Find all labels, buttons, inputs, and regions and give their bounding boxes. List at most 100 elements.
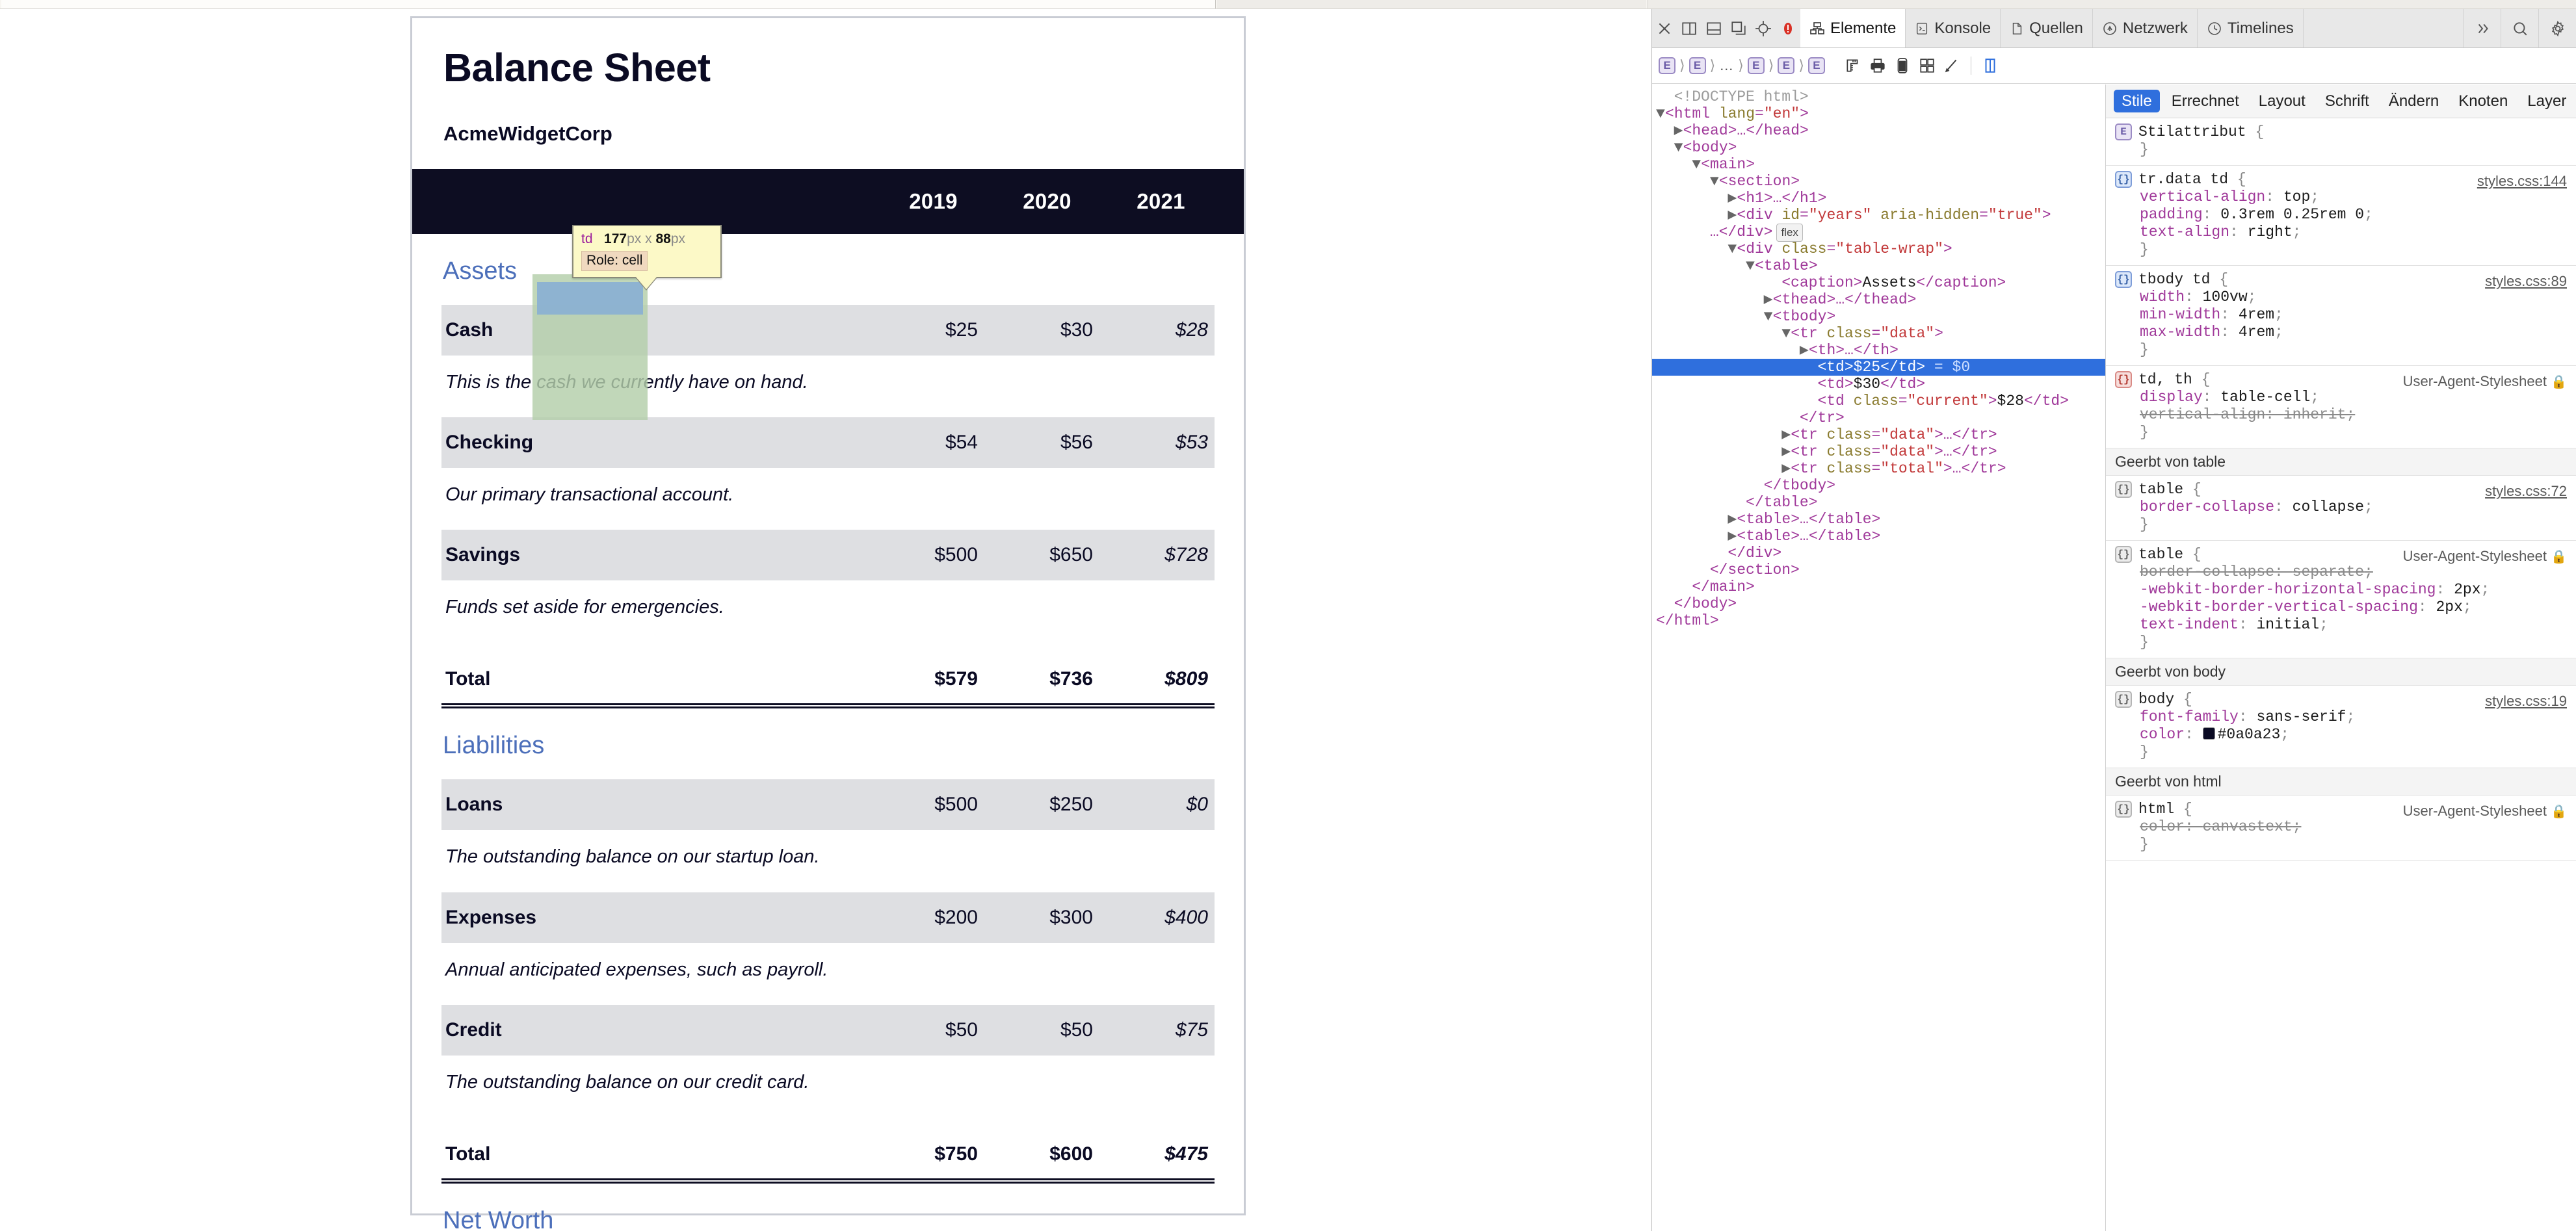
table-row[interactable]: Checking $54 $56 $53: [441, 417, 1215, 469]
cell-2019[interactable]: $25: [945, 319, 978, 341]
gear-icon[interactable]: [2538, 9, 2576, 47]
style-rule-stilattribut[interactable]: E Stilattribut { }: [2106, 118, 2576, 166]
dom-line-table[interactable]: ▼<table>: [1746, 257, 1818, 274]
table-row[interactable]: Loans $500 $250 $0: [441, 779, 1215, 831]
style-rule-table-ua[interactable]: {} table { User-Agent-Stylesheet 🔒 borde…: [2106, 541, 2576, 658]
cell-2019[interactable]: $54: [945, 432, 978, 454]
declaration[interactable]: max-width: 4rem;: [2140, 324, 2283, 341]
breadcrumb-item[interactable]: E: [1659, 57, 1676, 74]
declaration-overridden[interactable]: vertical-align: inherit;: [2140, 406, 2356, 423]
grid-icon[interactable]: [1916, 55, 1938, 77]
rule-source-icon[interactable]: {}: [2115, 691, 2132, 708]
dom-line-table-close[interactable]: </table>: [1746, 494, 1818, 511]
rule-source-link[interactable]: styles.css:72: [2485, 483, 2567, 499]
dom-line-tr-data[interactable]: ▼<tr class="data">: [1781, 325, 1943, 342]
rule-source-link[interactable]: styles.css:89: [2485, 273, 2567, 289]
cell-2021[interactable]: $400: [1164, 906, 1208, 928]
dom-line-tr-close[interactable]: </tr>: [1799, 409, 1845, 426]
dom-line-h1[interactable]: ▶<h1>…</h1>: [1728, 190, 1827, 207]
cell-2020[interactable]: $650: [1049, 544, 1093, 566]
declaration[interactable]: vertical-align: top;: [2140, 188, 2320, 205]
dom-line-main-close[interactable]: </main>: [1692, 578, 1755, 595]
tab-aendern[interactable]: Ändern: [2388, 92, 2439, 110]
tab-stile[interactable]: Stile: [2114, 90, 2160, 112]
breadcrumb-item[interactable]: E: [1689, 57, 1706, 74]
rule-source-link[interactable]: styles.css:19: [2485, 693, 2567, 709]
cell-2019[interactable]: $50: [945, 1018, 978, 1041]
dom-line-body[interactable]: ▼<body>: [1674, 139, 1737, 156]
style-rule-html-ua[interactable]: {} html { User-Agent-Stylesheet 🔒 color:…: [2106, 796, 2576, 861]
dom-line-selected-td[interactable]: <td>$25</td> = $0: [1652, 359, 2105, 376]
style-rule-tbody-td[interactable]: {} tbody td { styles.css:89 width: 100vw…: [2106, 266, 2576, 366]
rule-source-icon[interactable]: {}: [2115, 801, 2132, 818]
dom-line-table-2[interactable]: ▶<table>…</table>: [1728, 511, 1881, 528]
dom-line-tbody[interactable]: ▼<tbody>: [1763, 308, 1836, 325]
flex-badge[interactable]: flex: [1776, 224, 1803, 242]
table-row[interactable]: Credit $50 $50 $75: [441, 1004, 1215, 1056]
cell-2021[interactable]: $53: [1175, 432, 1208, 454]
rule-source-icon[interactable]: {}: [2115, 546, 2132, 563]
dom-line-table-3[interactable]: ▶<table>…</table>: [1728, 528, 1881, 545]
table-row[interactable]: Savings $500 $650 $728: [441, 530, 1215, 581]
style-rule-body[interactable]: {} body { styles.css:19 font-family: san…: [2106, 686, 2576, 768]
declaration[interactable]: color: #0a0a23;: [2140, 726, 2290, 743]
print-icon[interactable]: [1867, 55, 1889, 77]
paintbrush-icon[interactable]: [1941, 55, 1963, 77]
rule-selector[interactable]: Stilattribut: [2138, 123, 2246, 140]
rule-source-icon[interactable]: {}: [2115, 171, 2132, 188]
layout-sidebar-icon[interactable]: [1979, 55, 2001, 77]
cell-2021[interactable]: $728: [1164, 544, 1208, 566]
dom-line-caption[interactable]: <caption>Assets</caption>: [1781, 274, 2006, 291]
rule-selector[interactable]: tr.data td: [2138, 171, 2229, 188]
dom-line-main[interactable]: ▼<main>: [1692, 156, 1755, 173]
rule-source-icon[interactable]: {}: [2115, 481, 2132, 498]
error-icon[interactable]: [1776, 9, 1800, 47]
dom-line-tr-data[interactable]: ▶<tr class="data">…</tr>: [1781, 426, 1997, 443]
table-row[interactable]: Cash $25 $30 $28: [441, 305, 1215, 356]
dom-line-html[interactable]: ▼<html lang="en">: [1656, 105, 1809, 122]
cell-2020[interactable]: $300: [1049, 906, 1093, 928]
tab-konsole[interactable]: Konsole: [1906, 9, 2001, 47]
declaration[interactable]: text-align: right;: [2140, 224, 2302, 240]
dom-line-div-close[interactable]: </div>: [1728, 545, 1782, 562]
dom-line-div-years-close[interactable]: …</div>flex: [1652, 224, 2105, 242]
browser-tab-active[interactable]: [1, 0, 1216, 8]
crosshair-inspect-icon[interactable]: [1751, 9, 1776, 47]
browser-tab-secondary[interactable]: [1217, 0, 1646, 8]
breadcrumb-item[interactable]: E: [1778, 57, 1795, 74]
tab-layout[interactable]: Layout: [2258, 92, 2306, 110]
dom-line-div-tablewrap[interactable]: ▼<div class="table-wrap">: [1728, 240, 1952, 257]
tab-netzwerk[interactable]: Netzwerk: [2093, 9, 2198, 47]
dock-undock-icon[interactable]: [1726, 9, 1751, 47]
dom-line-head[interactable]: ▶<head>…</head>: [1674, 122, 1809, 139]
cell-2019[interactable]: $500: [934, 544, 978, 566]
tab-elemente[interactable]: Elemente: [1800, 9, 1906, 47]
ruler-icon[interactable]: [1842, 55, 1864, 77]
rule-selector[interactable]: table: [2138, 546, 2184, 563]
dom-tree[interactable]: <!DOCTYPE html> ▼<html lang="en"> ▶<head…: [1652, 84, 2106, 1231]
tab-schrift[interactable]: Schrift: [2324, 92, 2369, 110]
tab-layer[interactable]: Layer: [2527, 92, 2567, 110]
declaration[interactable]: font-family: sans-serif;: [2140, 708, 2356, 725]
declaration[interactable]: border-collapse: collapse;: [2140, 499, 2373, 515]
breadcrumb-overflow[interactable]: …: [1719, 57, 1735, 73]
rule-enabled-checkbox[interactable]: E: [2115, 123, 2132, 140]
style-rule-tr-data-td[interactable]: {} tr.data td { styles.css:144 vertical-…: [2106, 166, 2576, 266]
declaration[interactable]: width: 100vw;: [2140, 289, 2257, 305]
dom-line-td-28[interactable]: <td class="current">$28</td>: [1817, 393, 2069, 409]
declaration[interactable]: display: table-cell;: [2140, 389, 2320, 406]
rule-selector[interactable]: body: [2138, 691, 2175, 708]
dom-line-tbody-close[interactable]: </tbody>: [1763, 477, 1836, 494]
dom-line-tr-data[interactable]: ▶<tr class="data">…</tr>: [1781, 443, 1997, 460]
dom-line-td-30[interactable]: <td>$30</td>: [1817, 376, 1926, 393]
rule-selector[interactable]: tbody td: [2138, 271, 2211, 288]
breadcrumb-item[interactable]: E: [1807, 57, 1825, 74]
cell-2021[interactable]: $0: [1186, 794, 1208, 816]
cell-2019[interactable]: $200: [934, 906, 978, 928]
style-rule-td-th-ua[interactable]: {} td, th { User-Agent-Stylesheet 🔒 disp…: [2106, 366, 2576, 448]
dom-line-th[interactable]: ▶<th>…</th>: [1799, 342, 1899, 359]
search-icon[interactable]: [2501, 9, 2538, 47]
declaration[interactable]: padding: 0.3rem 0.25rem 0;: [2140, 206, 2373, 223]
tab-timelines[interactable]: Timelines: [2198, 9, 2304, 47]
rule-source-icon[interactable]: {}: [2115, 371, 2132, 388]
